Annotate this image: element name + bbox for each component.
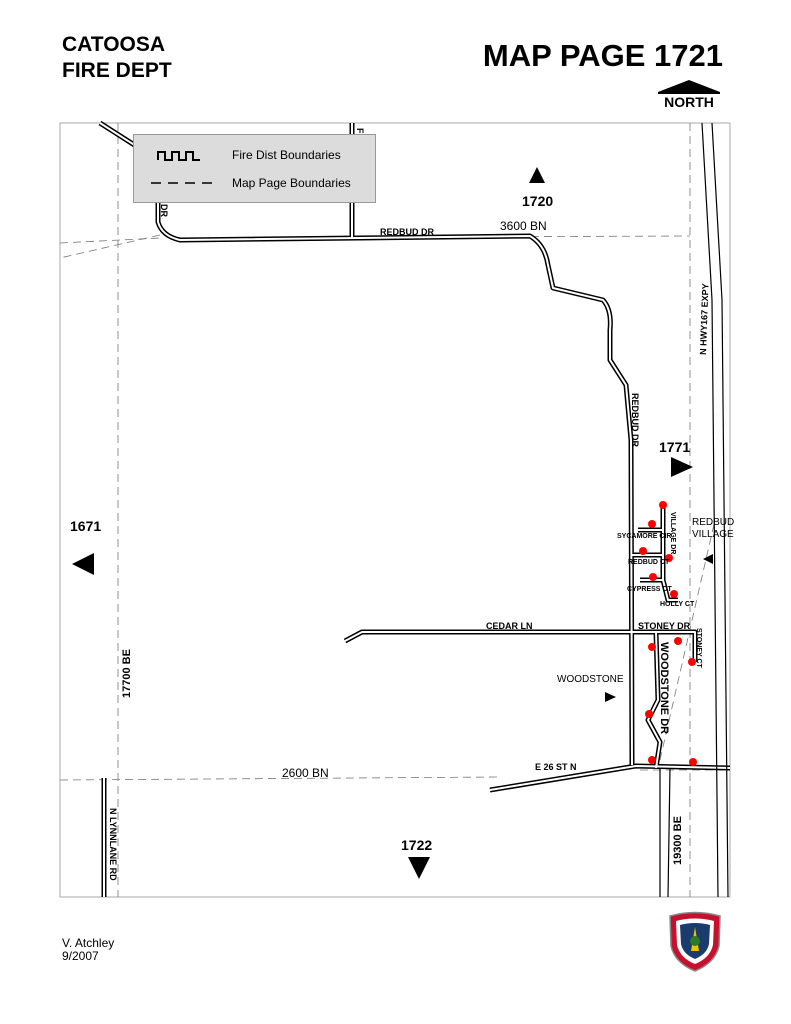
hydrant-icon: [649, 573, 657, 581]
label-e-26-st-n: E 26 ST N: [535, 762, 577, 772]
label-sycamore-cir: SYCAMORE CIR: [617, 533, 671, 540]
label-redbud-dr: REDBUD DR: [380, 227, 435, 237]
label-woodstone: WOODSTONE: [557, 674, 624, 685]
legend-fire-dist-label: Fire Dist Boundaries: [232, 148, 341, 162]
legend-map-page: Map Page Boundaries: [134, 173, 375, 193]
label-cypress-ct: CYPRESS CT: [627, 586, 672, 593]
map-legend: Fire Dist Boundaries Map Page Boundaries: [133, 134, 376, 203]
label-redbud-village-2: VILLAGE: [692, 529, 734, 540]
legend-fire-dist: Fire Dist Boundaries: [134, 145, 375, 165]
label-d-dr: D DR: [159, 195, 169, 217]
hydrant-icon: [659, 501, 667, 509]
hydrant-icon: [665, 554, 673, 562]
hydrant-icon: [688, 658, 696, 666]
label-woodstone-dr: WOODSTONE DR: [658, 642, 670, 734]
author-info: V. Atchley 9/2007: [62, 937, 114, 963]
road-labels: REDBUD DR 3600 BN D DR F REDBUD DR N HWY…: [108, 128, 734, 881]
arrow-right-icon[interactable]: [671, 457, 693, 477]
author-name: V. Atchley: [62, 936, 115, 950]
roads: [98, 120, 731, 898]
pointer-left-icon: [703, 554, 713, 564]
hydrant-icon: [648, 520, 656, 528]
page-title: MAP PAGE 1721: [482, 38, 723, 73]
hydrant-icon: [648, 756, 656, 764]
legend-map-page-label: Map Page Boundaries: [232, 176, 351, 190]
label-3600-bn: 3600 BN: [500, 219, 547, 233]
label-2600-bn: 2600 BN: [282, 766, 329, 780]
label-stoney-ct: STONEY CT: [695, 628, 702, 669]
north-arrow-icon: [658, 80, 720, 92]
north-indicator: NORTH: [658, 80, 720, 110]
page-link-east[interactable]: 1771: [659, 439, 690, 455]
label-holly-ct: HOLLY CT: [660, 601, 695, 608]
arrow-down-icon[interactable]: [408, 857, 430, 879]
hydrants: [639, 501, 697, 766]
dashed-line-symbol-icon: [151, 182, 215, 184]
label-village-dr: VILLAGE DR: [669, 512, 676, 554]
hydrant-icon: [648, 643, 656, 651]
label-hwy167: N HWY167 EXPY: [698, 283, 710, 355]
label-19300-be: 19300 BE: [672, 816, 684, 865]
department-name: CATOOSA FIRE DEPT: [62, 32, 172, 84]
label-redbud-village-1: REDBUD: [692, 517, 734, 528]
arrow-left-icon[interactable]: [72, 553, 94, 575]
fire-boundary-symbol-icon: [157, 151, 200, 161]
label-lynnlane-rd: N LYNNLANE RD: [108, 808, 118, 881]
hydrant-icon: [639, 547, 647, 555]
page-link-north[interactable]: 1720: [522, 193, 553, 209]
pointer-right-icon: [605, 692, 616, 702]
page-link-west[interactable]: 1671: [70, 518, 101, 534]
label-cedar-ln: CEDAR LN: [486, 621, 533, 631]
label-road-fragment: F: [355, 128, 365, 134]
fire-dept-logo-icon: [669, 911, 721, 972]
dept-line2: FIRE DEPT: [62, 59, 172, 82]
label-stoney-dr: STONEY DR: [638, 621, 691, 631]
map-date: 9/2007: [62, 949, 99, 963]
area-pointers: [605, 554, 713, 702]
label-redbud-dr-vertical: REDBUD DR: [630, 393, 640, 448]
adjacent-pages: 1720 1771 1671 1722: [70, 167, 693, 879]
label-17700-be: 17700 BE: [121, 649, 133, 698]
north-label: NORTH: [658, 92, 720, 110]
hydrant-icon: [674, 637, 682, 645]
arrow-up-icon[interactable]: [529, 167, 545, 183]
dept-line1: CATOOSA: [62, 33, 166, 56]
label-redbud-ct: REDBUD CT: [628, 559, 670, 566]
hydrant-icon: [670, 590, 678, 598]
hydrant-icon: [645, 710, 653, 718]
hydrant-icon: [689, 758, 697, 766]
page-link-south[interactable]: 1722: [401, 837, 432, 853]
